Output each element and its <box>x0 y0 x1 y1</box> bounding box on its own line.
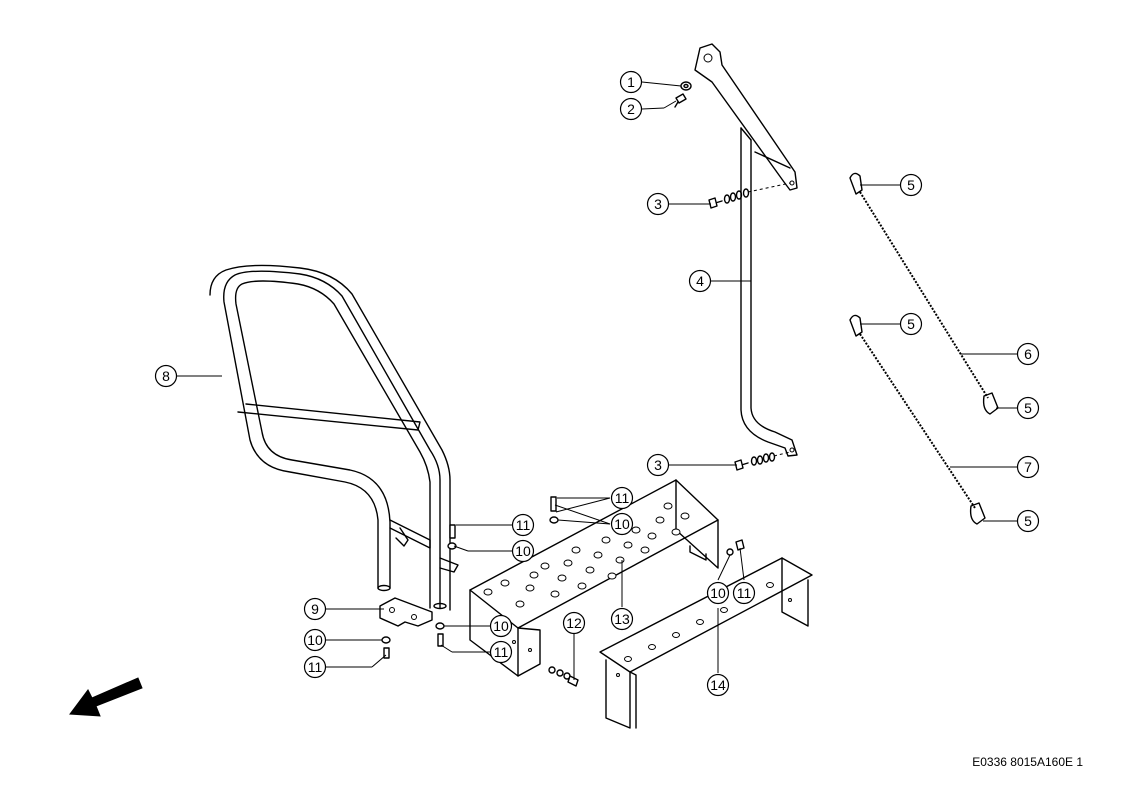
callout-13: 13 <box>610 607 634 631</box>
svg-text:6: 6 <box>1024 346 1032 362</box>
svg-text:8: 8 <box>162 368 170 384</box>
svg-text:3: 3 <box>654 196 662 212</box>
callout-11-b: 11 <box>610 486 634 510</box>
handrail-bar <box>694 43 798 457</box>
guard-rail <box>209 264 459 611</box>
bolt-set-3-upper <box>708 182 791 209</box>
svg-text:2: 2 <box>627 101 635 117</box>
callout-14: 14 <box>706 673 730 697</box>
callout-11-a: 11 <box>303 655 327 679</box>
svg-text:10: 10 <box>614 516 630 532</box>
callout-8: 8 <box>154 364 178 388</box>
callout-10-d: 10 <box>489 614 513 638</box>
chain-part-7 <box>849 314 986 525</box>
chain-part-6 <box>849 172 999 415</box>
callout-11-e: 11 <box>732 581 756 605</box>
svg-text:3: 3 <box>654 457 662 473</box>
callout-3-lower: 3 <box>646 453 670 477</box>
svg-text:11: 11 <box>737 585 752 601</box>
svg-text:10: 10 <box>307 632 323 648</box>
svg-text:4: 4 <box>696 273 704 289</box>
svg-text:11: 11 <box>494 644 509 660</box>
svg-text:5: 5 <box>1024 400 1032 416</box>
callout-10-a: 10 <box>303 628 327 652</box>
callout-5-b: 5 <box>899 312 923 336</box>
svg-text:10: 10 <box>493 618 509 634</box>
bolt-set-3-lower <box>734 451 791 471</box>
callout-3-upper: 3 <box>646 192 670 216</box>
bolt-part-2 <box>674 93 687 108</box>
svg-text:10: 10 <box>710 585 726 601</box>
leader-lines <box>177 81 1017 680</box>
svg-text:5: 5 <box>907 177 915 193</box>
fasteners-step <box>435 496 745 687</box>
callout-10-c: 10 <box>511 539 535 563</box>
callout-6: 6 <box>1016 342 1040 366</box>
callout-12: 12 <box>562 611 586 635</box>
svg-text:5: 5 <box>1024 513 1032 529</box>
callout-5-a: 5 <box>899 173 923 197</box>
callout-5-c: 5 <box>1016 396 1040 420</box>
callout-10-e: 10 <box>706 581 730 605</box>
callout-7: 7 <box>1016 455 1040 479</box>
svg-text:1: 1 <box>627 74 635 90</box>
callout-4: 4 <box>688 269 712 293</box>
step-part-14 <box>599 557 813 729</box>
drawing-code: E0336 8015A160E 1 <box>972 755 1083 769</box>
svg-text:7: 7 <box>1024 459 1032 475</box>
callout-11-d: 11 <box>489 640 513 664</box>
callout-1: 1 <box>619 70 643 94</box>
svg-text:5: 5 <box>907 316 915 332</box>
callout-5-d: 5 <box>1016 509 1040 533</box>
washer-part-1 <box>680 81 692 91</box>
step-part-13 <box>469 479 719 677</box>
svg-text:9: 9 <box>311 601 319 617</box>
bracket-part-9 <box>379 597 433 659</box>
svg-text:11: 11 <box>615 490 630 506</box>
svg-text:13: 13 <box>614 611 630 627</box>
svg-text:11: 11 <box>308 659 323 675</box>
svg-text:11: 11 <box>516 517 531 533</box>
callout-11-c: 11 <box>511 513 535 537</box>
direction-arrow-icon <box>69 677 143 717</box>
svg-text:12: 12 <box>566 615 582 631</box>
callout-2: 2 <box>619 97 643 121</box>
svg-text:10: 10 <box>515 543 531 559</box>
callout-9: 9 <box>303 597 327 621</box>
svg-text:14: 14 <box>710 677 726 693</box>
callout-10-b: 10 <box>610 512 634 536</box>
step-holes <box>483 502 690 608</box>
callouts: 1 2 3 3 4 5 5 5 5 6 7 8 9 10 10 10 10 10… <box>154 70 1040 697</box>
